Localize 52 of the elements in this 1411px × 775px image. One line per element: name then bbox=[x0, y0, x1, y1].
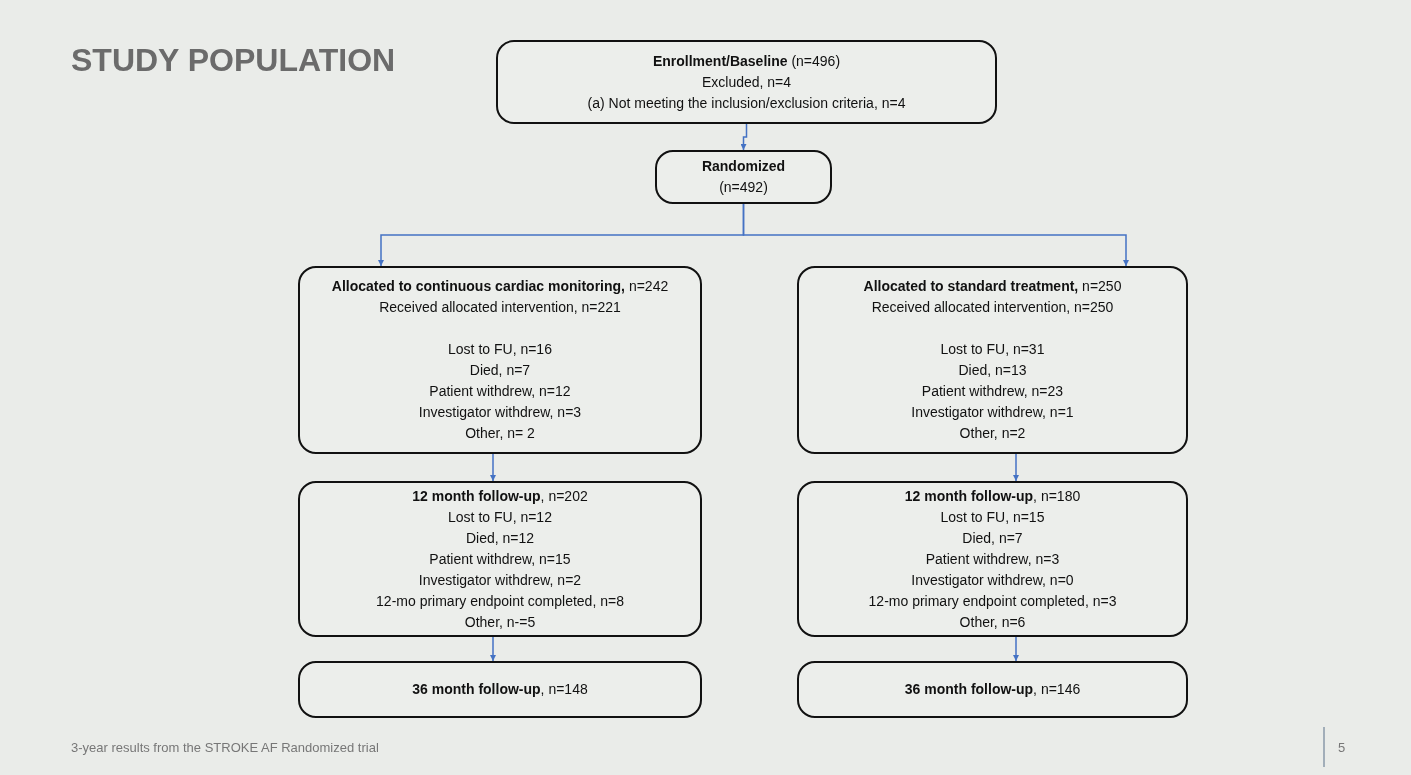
slide-title: STUDY POPULATION bbox=[71, 42, 396, 79]
box-text: 12 month follow-up, n=202 bbox=[412, 486, 588, 506]
box-text: Investigator withdrew, n=1 bbox=[911, 403, 1074, 422]
process-box bbox=[797, 481, 1188, 637]
box-text: Investigator withdrew, n=3 bbox=[418, 403, 582, 422]
box-text: Received allocated intervention, n=250 bbox=[871, 298, 1114, 317]
box-text: Other, n=6 bbox=[959, 612, 1026, 632]
box-text: Patient withdrew, n=12 bbox=[429, 382, 571, 401]
arrow bbox=[1013, 636, 1019, 662]
arrow bbox=[740, 123, 748, 151]
process-box bbox=[797, 266, 1188, 454]
page-number: 5 bbox=[1338, 740, 1346, 755]
box-text: Allocated to standard treatment, n=250 bbox=[863, 277, 1122, 296]
box-text: 36 month follow-up, n=148 bbox=[412, 680, 588, 699]
box-text: (n=492) bbox=[719, 178, 768, 197]
box-text: 12-mo primary endpoint completed, n=3 bbox=[868, 591, 1117, 611]
box-text: Died, n=7 bbox=[469, 361, 531, 380]
process-box bbox=[298, 661, 702, 718]
box-text: Lost to FU, n=12 bbox=[448, 507, 552, 527]
decision-box bbox=[655, 150, 832, 204]
box-text: Randomized bbox=[701, 157, 786, 176]
box-text: (a) Not meeting the inclusion/exclusion criteria, n=4 bbox=[587, 93, 906, 113]
box-text: Patient withdrew, n=15 bbox=[429, 549, 571, 569]
box-text: 12-mo primary endpoint completed, n=8 bbox=[376, 591, 624, 611]
box-text: 36 month follow-up, n=146 bbox=[904, 680, 1081, 699]
arrow bbox=[742, 203, 1129, 267]
box-text: Other, n=2 bbox=[959, 424, 1026, 443]
box-text: 12 month follow-up, n=180 bbox=[904, 486, 1081, 506]
box-text: Lost to FU, n=31 bbox=[940, 340, 1045, 359]
box-text: Patient withdrew, n=3 bbox=[925, 549, 1060, 569]
box-text: Excluded, n=4 bbox=[701, 72, 792, 92]
arrow bbox=[1013, 453, 1019, 482]
box-text: Lost to FU, n=16 bbox=[448, 340, 552, 359]
process-box bbox=[298, 266, 702, 454]
footer-text: 3-year results from the STROKE AF Randomized trial bbox=[71, 740, 379, 755]
box-text: Died, n=12 bbox=[465, 528, 535, 548]
box-text: Other, n= 2 bbox=[465, 424, 535, 443]
process-box bbox=[496, 40, 997, 124]
box-text: Investigator withdrew, n=2 bbox=[418, 570, 582, 590]
process-box bbox=[298, 481, 702, 637]
box-text: Lost to FU, n=15 bbox=[940, 507, 1045, 527]
box-text: Allocated to continuous cardiac monitoring, n=242 bbox=[331, 277, 669, 296]
box-text: Died, n=13 bbox=[958, 361, 1027, 380]
arrow bbox=[490, 636, 496, 662]
box-text: Other, n-=5 bbox=[464, 612, 536, 632]
box-text: Received allocated intervention, n=221 bbox=[379, 298, 621, 317]
box-text: Died, n=7 bbox=[962, 528, 1023, 548]
box-text: Patient withdrew, n=23 bbox=[921, 382, 1064, 401]
arrow bbox=[490, 453, 496, 482]
box-text: Investigator withdrew, n=0 bbox=[911, 570, 1074, 590]
process-box bbox=[797, 661, 1188, 718]
box-text: Enrollment/Baseline (n=496) bbox=[652, 51, 841, 71]
